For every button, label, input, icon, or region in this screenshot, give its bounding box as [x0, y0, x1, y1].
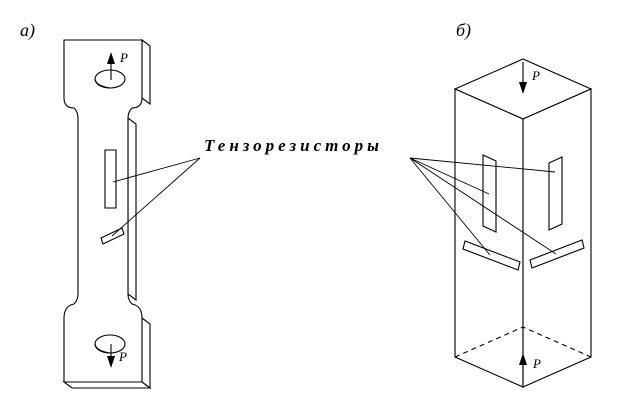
gauge-b-right-vertical: [548, 156, 563, 231]
force-label-top-a: P: [119, 50, 128, 65]
force-label-bottom-b: P: [532, 356, 541, 371]
force-arrow-top-b: [519, 62, 527, 94]
leader-lines: [111, 157, 557, 256]
gauge-b-right-horizontal: [529, 239, 585, 269]
force-arrow-top-a: [107, 52, 115, 80]
specimen-a: [62, 38, 152, 390]
gauge-a-vertical: [104, 149, 117, 209]
force-arrow-bottom-a: [107, 344, 115, 368]
part-a-label: а): [20, 20, 35, 41]
force-label-top-b: P: [531, 68, 540, 83]
column-b: [453, 58, 593, 388]
force-arrow-bottom-b: [519, 353, 527, 385]
hidden-edges: [454, 326, 592, 358]
gauge-b-left-horizontal: [462, 240, 521, 271]
force-label-bottom-a: P: [118, 349, 127, 364]
strain-gauges-label: Тензорезисторы: [204, 136, 383, 155]
part-b-label: б): [456, 20, 471, 41]
